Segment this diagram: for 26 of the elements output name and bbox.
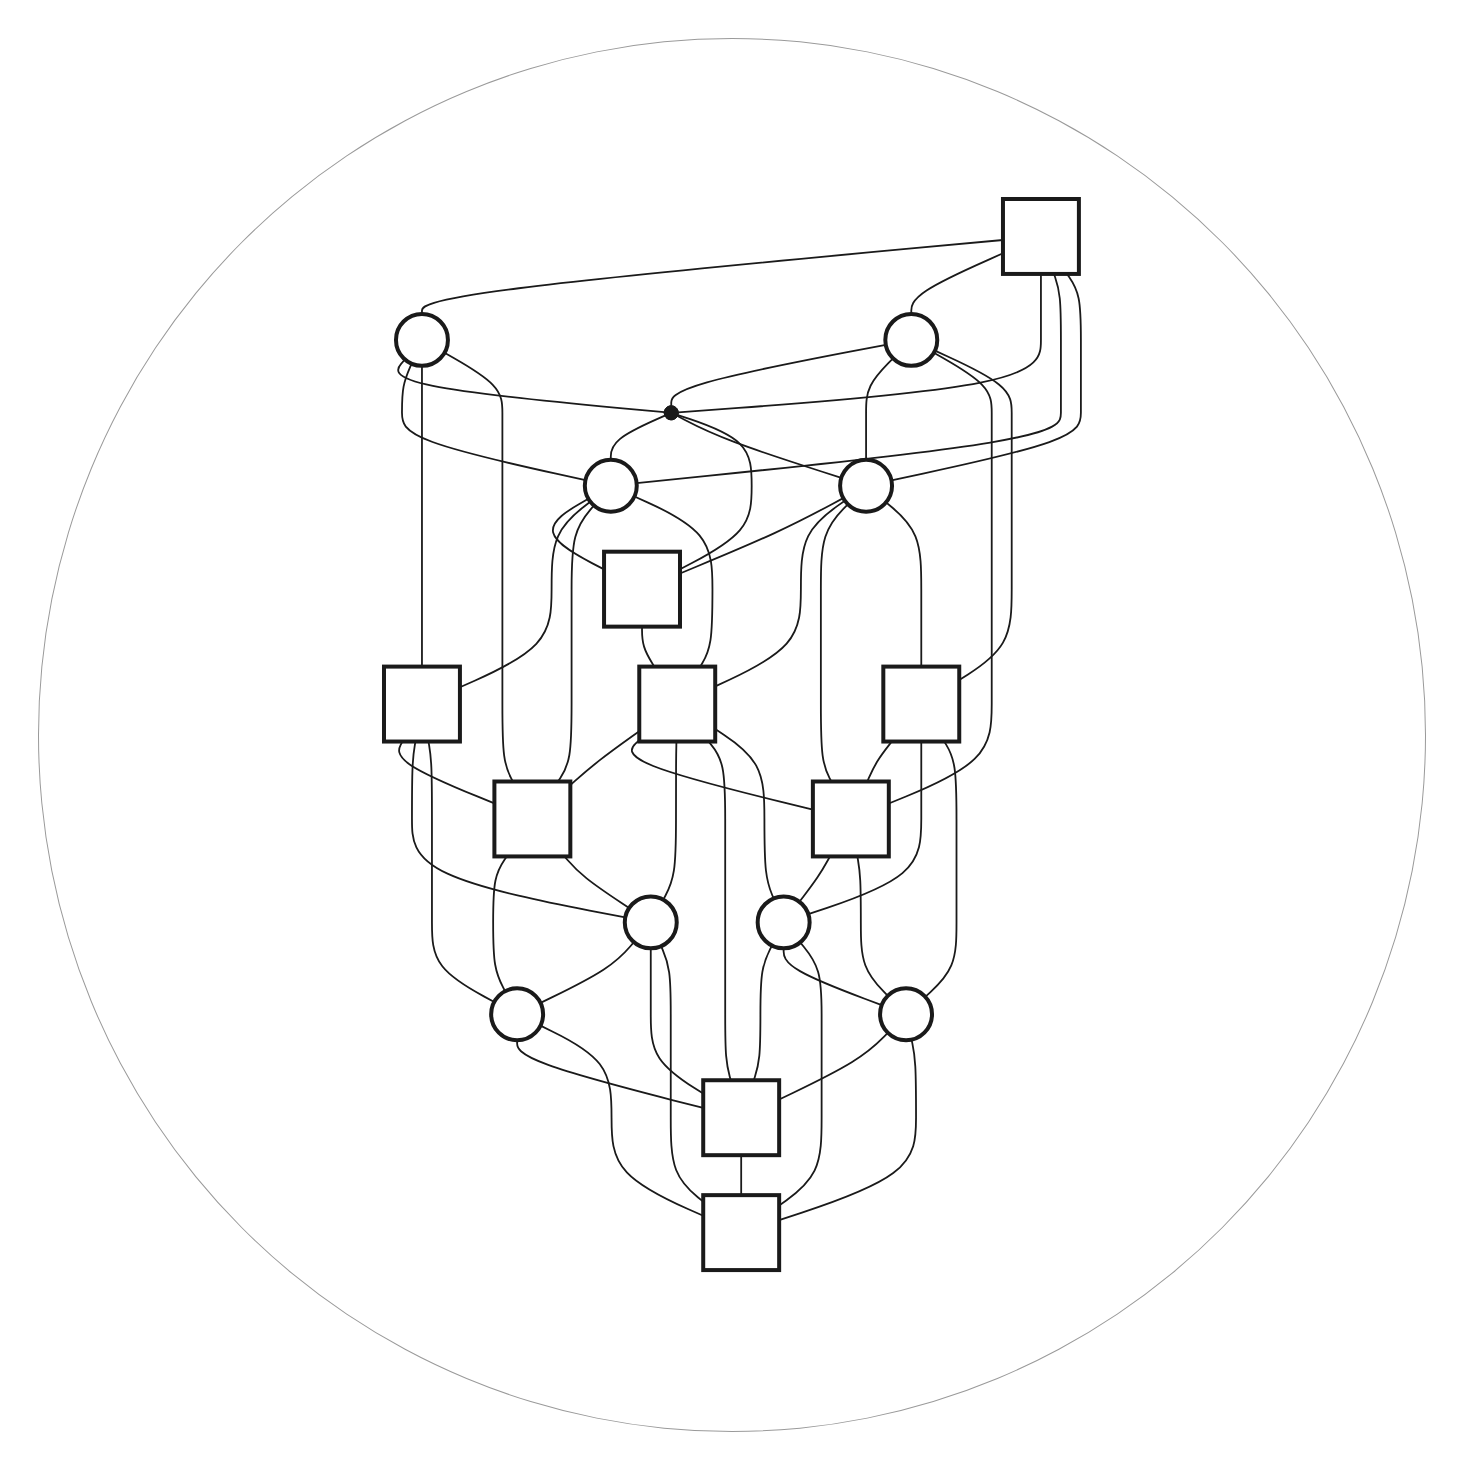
connector [539, 941, 635, 1005]
connector [661, 741, 677, 901]
node-circle [877, 986, 934, 1043]
node-box [1000, 197, 1081, 277]
connector [427, 741, 495, 1004]
node-circle [582, 458, 639, 515]
node-box [810, 779, 891, 859]
node-circle [882, 312, 939, 369]
connector [884, 501, 922, 668]
connector [856, 856, 889, 998]
node-box [700, 1193, 781, 1273]
node-circle [488, 986, 545, 1043]
connector [676, 414, 753, 571]
node-box [381, 665, 462, 744]
node-box [601, 550, 682, 630]
node-circle [837, 458, 894, 515]
node-circle [755, 894, 812, 951]
node-box [636, 665, 717, 744]
connector [396, 359, 665, 414]
connector [923, 741, 957, 999]
node-circle [622, 894, 679, 951]
connector [563, 856, 630, 910]
node-box [700, 1078, 781, 1158]
node-box [491, 779, 572, 859]
node-box [880, 665, 961, 744]
node-circle [393, 312, 450, 369]
